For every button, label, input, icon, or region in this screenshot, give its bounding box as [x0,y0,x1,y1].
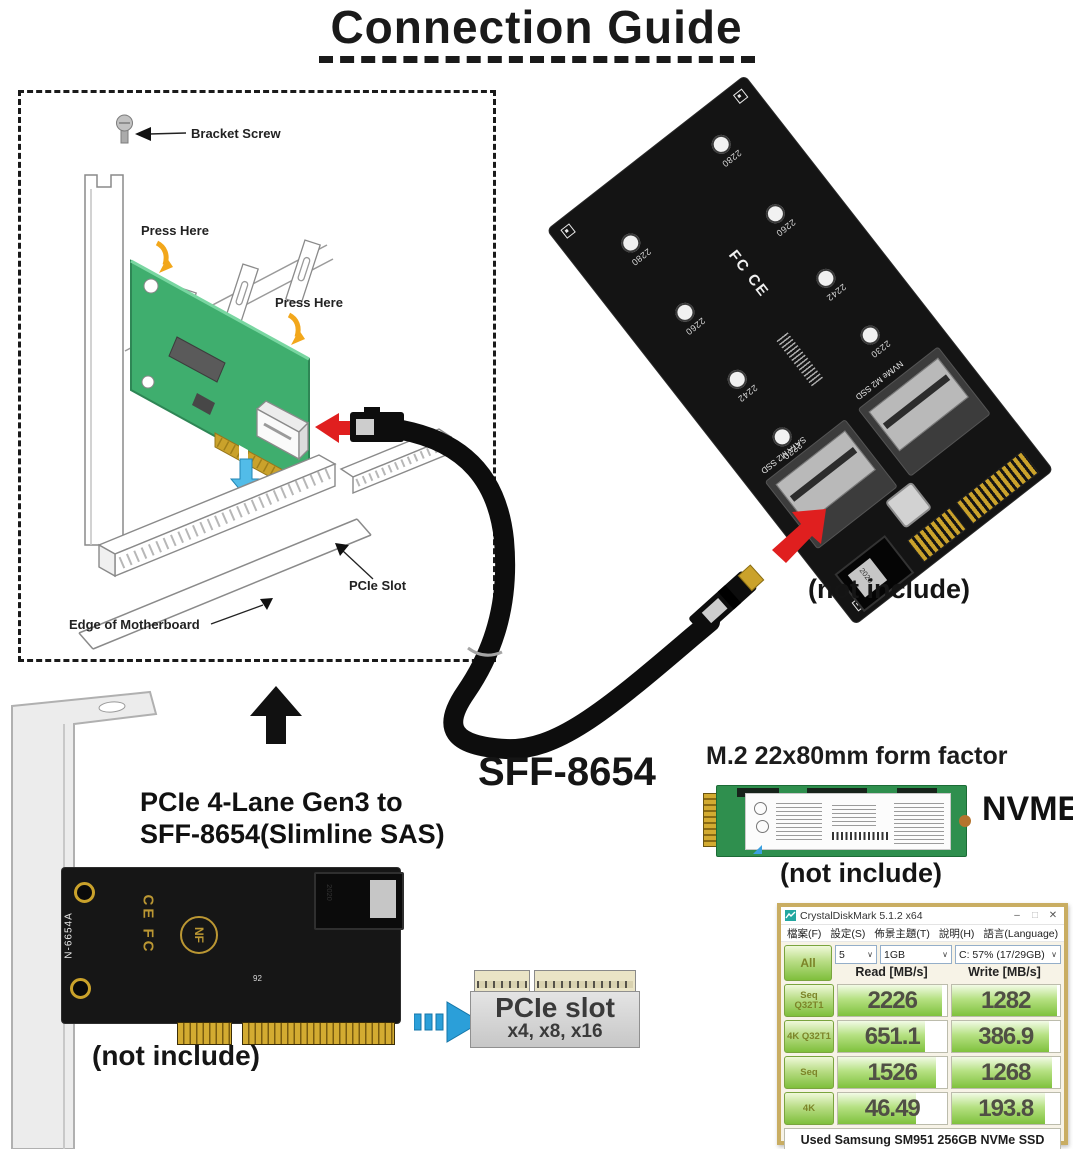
triangle-mark [753,845,762,854]
ssd-notch [959,815,971,827]
write-value-cell: 1282 [950,984,1061,1017]
seq-q32t1-button[interactable]: Seq Q32T1 [784,984,834,1017]
silkscreen-92: 92 [253,974,262,983]
press-arrow-icon-2 [287,312,305,345]
pcie-slot-label: PCIe Slot [349,578,407,593]
bracket-screw-icon [116,114,133,144]
motherboard-edge [78,518,372,650]
ssd-chip [807,788,867,797]
page-title: Connection Guide [330,1,743,53]
card-model-label: N-6654A [63,912,75,959]
read-value-cell: 46.49 [837,1092,948,1125]
ssd-chip [897,788,937,797]
seq-button[interactable]: Seq [784,1056,834,1089]
close-icon[interactable]: ✕ [1048,909,1058,921]
benchmark-row: 4K Q32T1 651.1 386.9 [784,1020,1061,1053]
screw-hole [74,882,95,903]
read-value-cell: 1526 [837,1056,948,1089]
card-not-include-label: (not include) [92,1040,260,1071]
ce-fc-logo: CE FC [139,894,157,955]
barcode [832,832,888,840]
ssd-chip [737,788,779,797]
app-icon [785,910,796,921]
chip [168,336,226,383]
write-column-header: Write [MB/s] [968,964,1041,979]
bracket-screw-label: Bracket Screw [191,126,281,141]
nf-logo: NF [180,916,218,954]
menubar: 檔案(F) 設定(S) 佈景主題(T) 說明(H) 語言(Language) [781,925,1064,942]
pcie-card-title: PCIe 4-Lane Gen3 to SFF-8654(Slimline SA… [140,787,445,850]
blue-right-arrow-icon [414,1001,482,1043]
menu-settings[interactable]: 設定(S) [830,927,866,940]
press-here-label-1: Press Here [141,223,209,238]
up-arrow-stem [266,714,286,744]
write-value-cell: 1268 [950,1056,1061,1089]
test-count-dropdown[interactable]: 5∨ [835,945,877,964]
press-here-label-2: Press Here [275,295,343,310]
read-column-header: Read [MB/s] [855,964,928,979]
nvme-label: NVME [982,790,1073,828]
pcie-slot-graphic-label: PCIe slot [495,992,615,1023]
benchmark-body: All 5∨ 1GB∨ C: 57% (17/29GB)∨ [781,942,1064,1149]
adapter-not-include-label: (not include) [808,574,970,604]
4k-q32t1-button[interactable]: 4K Q32T1 [784,1020,834,1053]
red-arrow-icon [772,509,826,563]
cable-label: SFF-8654 [478,750,656,794]
ssd-label [745,793,951,850]
write-value-cell: 386.9 [950,1020,1061,1053]
all-button[interactable]: All [784,945,832,981]
read-value-cell: 2226 [837,984,948,1017]
menu-help[interactable]: 說明(H) [938,927,975,940]
card-sff-8654-port: 2020 [314,872,404,930]
menu-theme[interactable]: 佈景主題(T) [874,927,930,940]
crystaldiskmark-window: CrystalDiskMark 5.1.2 x64 – □ ✕ 檔案(F) 設定… [777,903,1068,1149]
pcie-edge-finger-short [177,1022,232,1045]
read-value-cell: 651.1 [837,1020,948,1053]
ssd-not-include-label: (not include) [780,858,942,888]
pcie-host-card: N-6654A CE FC NF 92 2020 [62,868,404,1045]
edge-of-motherboard-label: Edge of Motherboard [69,617,200,632]
chevron-down-icon: ∨ [1051,950,1057,959]
pcie-slot-graphic-sublabel: x4, x8, x16 [507,1021,603,1043]
menu-file[interactable]: 檔案(F) [787,927,822,940]
benchmark-footer: Used Samsung SM951 256GB NVMe SSD [784,1128,1061,1149]
installation-diagram-box: Bracket Screw [18,90,496,662]
chevron-down-icon: ∨ [942,950,948,959]
cable-clip [467,646,503,657]
title-dashed-rule [318,56,755,63]
press-arrow-icon-1 [155,240,173,273]
slot-contact-strip [474,970,530,992]
up-arrow-icon [250,686,302,716]
drive-dropdown[interactable]: C: 57% (17/29GB)∨ [955,945,1061,964]
screw-hole [70,978,91,999]
m2-form-factor-label: M.2 22x80mm form factor [706,742,1008,770]
installation-diagram: Bracket Screw [69,114,453,650]
case-bracket [84,174,124,546]
window-title: CrystalDiskMark 5.1.2 x64 [800,909,923,922]
pcie-slots [97,428,453,578]
minimize-icon[interactable]: – [1014,909,1020,921]
cable-plug-right [689,564,765,636]
pcie-edge-finger-long [242,1022,395,1045]
red-arrow-icon [315,413,363,443]
sff-8654-socket [255,400,310,461]
m2-nvme-ssd [703,785,971,857]
titlebar[interactable]: CrystalDiskMark 5.1.2 x64 – □ ✕ [781,907,1064,925]
bracket-screw-slot [98,701,126,713]
test-size-dropdown[interactable]: 1GB∨ [880,945,952,964]
menu-language[interactable]: 語言(Language) [983,927,1059,940]
benchmark-row: Seq 1526 1268 [784,1056,1061,1089]
benchmark-row: 4K 46.49 193.8 [784,1092,1061,1125]
maximize-icon[interactable]: □ [1031,909,1039,921]
pcie-slot-graphic: PCIe slot x4, x8, x16 [470,970,640,1048]
4k-button[interactable]: 4K [784,1092,834,1125]
chevron-down-icon: ∨ [867,950,873,959]
slot-contact-strip [534,970,636,992]
port-label: 2020 [324,884,334,901]
slot-body: PCIe slot x4, x8, x16 [470,991,640,1048]
benchmark-row: Seq Q32T1 2226 1282 [784,984,1061,1017]
cable-plug-left [350,407,404,442]
write-value-cell: 193.8 [950,1092,1061,1125]
